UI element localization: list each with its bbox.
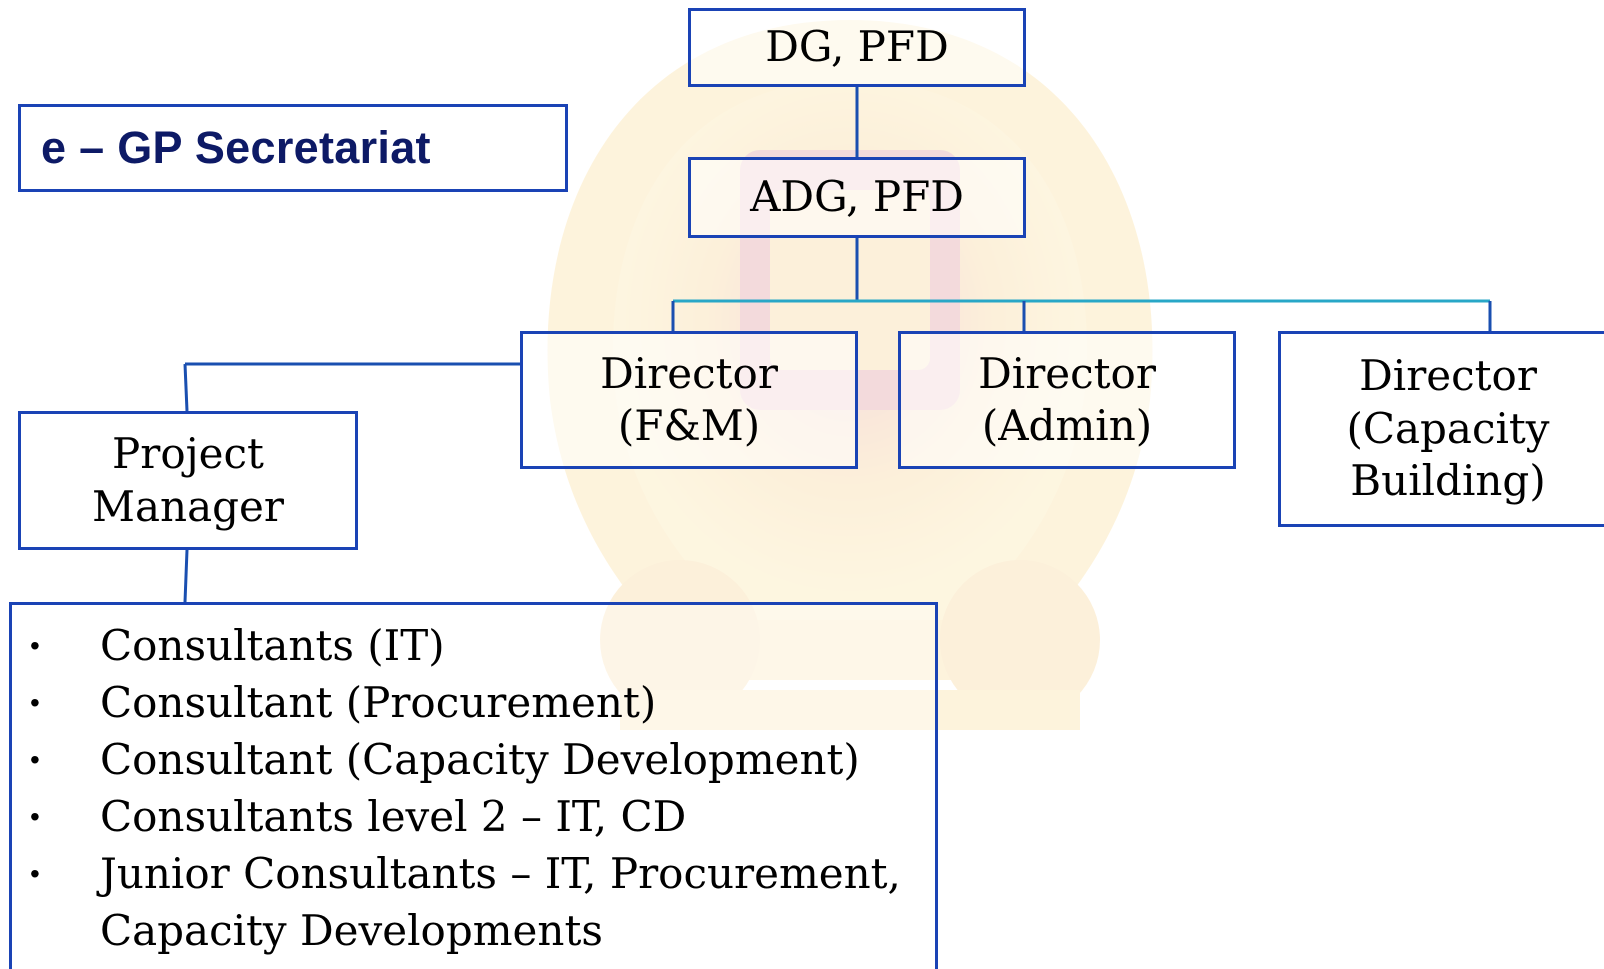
node-label: Director (Capacity Building): [1346, 351, 1550, 506]
staff-label: Consultant (Capacity Development): [100, 735, 860, 784]
staff-label: Consultants level 2 – IT, CD: [100, 792, 687, 841]
bullet-icon: •: [30, 801, 40, 832]
bullet-icon: •: [30, 858, 40, 889]
staff-label: Consultant (Procurement): [100, 678, 657, 727]
node-dg-pfd: DG, PFD: [688, 8, 1026, 87]
node-project-manager: Project Manager: [18, 411, 358, 550]
list-item: • Junior Consultants – IT, Procurement, C…: [30, 845, 935, 959]
node-label: Director (F&M): [600, 348, 778, 451]
list-item: • Consultants (IT): [30, 617, 935, 674]
list-item: • Consultants level 2 – IT, CD: [30, 788, 935, 845]
node-director-fm: Director (F&M): [520, 331, 858, 469]
node-director-admin: Director (Admin): [898, 331, 1236, 469]
list-item: • Consultant (Procurement): [30, 674, 935, 731]
bullet-icon: •: [30, 744, 40, 775]
bullet-icon: •: [30, 687, 40, 718]
staff-label: Junior Consultants – IT, Procurement, Ca…: [100, 849, 901, 955]
node-label: Director (Admin): [978, 348, 1156, 451]
list-item: • Consultant (Capacity Development): [30, 731, 935, 788]
staff-label: Consultants (IT): [100, 621, 445, 670]
node-director-capacity-building: Director (Capacity Building): [1278, 331, 1604, 527]
staff-list: • Consultants (IT) • Consultant (Procureme…: [12, 605, 935, 959]
node-label: ADG, PFD: [750, 172, 964, 222]
title-box: e – GP Secretariat: [18, 104, 568, 192]
connector-fm-pm-v: [183, 363, 189, 412]
slide-title: e – GP Secretariat: [41, 121, 431, 173]
node-label: DG, PFD: [765, 22, 949, 72]
staff-list-box: • Consultants (IT) • Consultant (Procureme…: [9, 602, 938, 969]
node-label: Project Manager: [92, 429, 284, 531]
bullet-icon: •: [30, 630, 40, 661]
connector-pm-staff: [183, 549, 189, 603]
node-adg-pfd: ADG, PFD: [688, 157, 1026, 238]
